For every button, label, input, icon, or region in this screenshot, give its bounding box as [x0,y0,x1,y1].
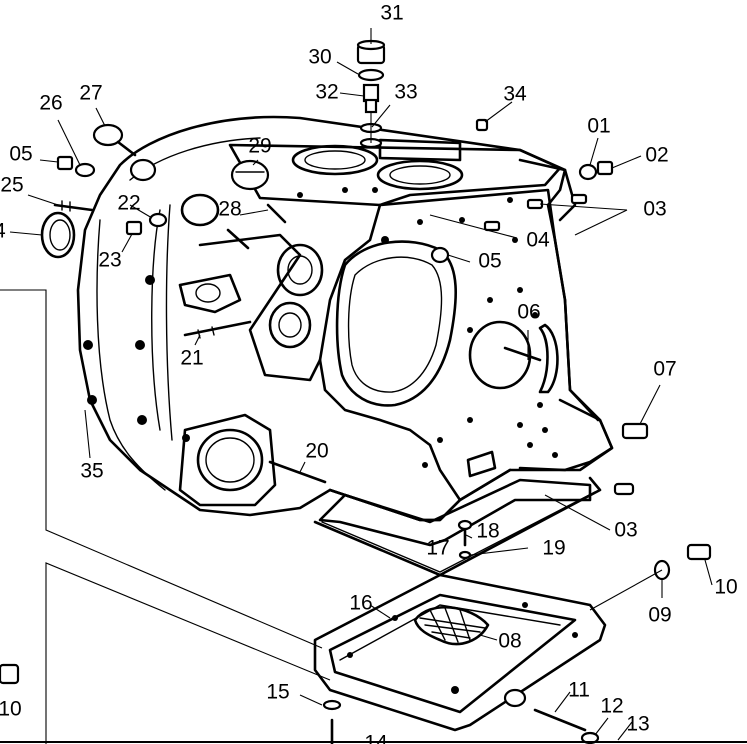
housing-bolt-holes [83,187,558,468]
callout-34: 34 [503,83,527,106]
callout-13: 13 [626,713,649,736]
oil-sump-pan [313,573,607,732]
bolt-05-face [430,246,450,264]
callout-29: 29 [248,135,271,158]
callout-08: 08 [498,630,521,653]
reference-frame-lines [0,289,331,744]
callout-03: 03 [614,519,637,542]
left-top-fasteners [56,155,157,182]
fittings-22-23 [125,212,168,236]
screw-washer-17-18 [457,519,473,560]
callout-10: 10 [0,698,22,721]
stud-25 [53,200,94,212]
top-filler-cap-stack [356,39,386,149]
callout-19: 19 [542,537,565,560]
callout-26: 26 [39,92,62,115]
oil-filler-cap [92,123,137,157]
dowel-03-lower [613,482,635,496]
crankcase-housing [76,115,614,522]
callout-24: 24 [0,220,6,243]
stud-28 [226,203,287,250]
callout-07: 07 [653,358,676,381]
drain-plug-right [653,543,712,581]
callout-06: 06 [517,301,540,324]
right-top-fittings [475,118,614,232]
sump-gasket [313,476,602,577]
bottom-fittings [322,699,600,744]
callout-11: 11 [568,679,590,702]
callout-30: 30 [308,46,331,69]
stud-21 [183,320,252,339]
callout-05: 05 [9,143,32,166]
dowel-07 [621,422,649,440]
callout-16: 16 [349,592,372,615]
leader-lines [9,28,713,741]
callout-27: 27 [79,82,102,105]
callout-17: 17 [426,537,449,560]
callout-10: 10 [714,576,737,599]
callout-35: 35 [80,460,103,483]
callout-25: 25 [0,174,23,197]
callout-15: 15 [266,681,289,704]
callout-23: 23 [98,249,121,272]
callout-32: 32 [315,81,338,104]
callout-14: 14 [364,732,388,744]
callout-02: 02 [645,144,668,167]
callout-20: 20 [305,440,328,463]
plug-29 [230,159,270,191]
callout-21: 21 [180,347,203,370]
stud-20 [268,460,327,484]
bolt-10-left [0,663,20,685]
callout-22: 22 [117,192,140,215]
callout-31: 31 [380,2,403,25]
callout-05: 05 [478,250,501,273]
callout-12: 12 [600,695,623,718]
callout-18: 18 [476,520,499,543]
stud-06 [503,346,542,362]
callout-09: 09 [648,604,671,627]
callout-33: 33 [394,81,417,104]
callout-04: 04 [526,229,550,252]
callout-03: 03 [643,198,666,221]
callout-01: 01 [587,115,610,138]
seal-ring-24 [40,211,76,259]
callout-28: 28 [218,198,241,221]
